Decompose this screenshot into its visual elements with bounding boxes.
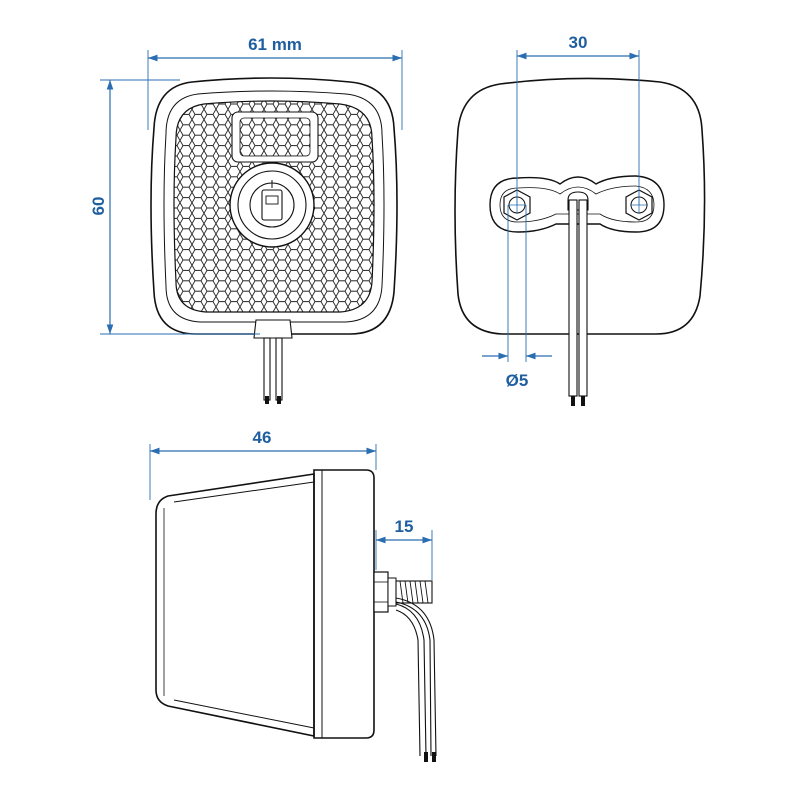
dimension-side-depth: 46 xyxy=(149,428,377,500)
side-lens-body xyxy=(155,473,315,737)
dimension-rear-bolt-spacing: 30 xyxy=(516,33,640,205)
side-wire-b xyxy=(395,597,437,757)
side-rear-housing xyxy=(313,469,375,739)
rear-wire-right xyxy=(578,199,588,397)
rear-housing-outline xyxy=(454,77,706,335)
side-threaded-stud xyxy=(395,580,433,604)
dimension-front-height: 60 xyxy=(89,79,260,335)
rear-view xyxy=(454,77,706,406)
dimension-rear-hole-diameter: Ø5 xyxy=(482,205,552,390)
side-wire-a xyxy=(395,603,427,757)
front-housing-outer xyxy=(150,77,398,335)
front-wire-right xyxy=(275,337,283,401)
front-housing-inner-rim xyxy=(163,90,385,323)
front-view xyxy=(150,77,398,404)
rear-wire-left xyxy=(568,199,578,397)
dimension-label-rear-bolt-spacing: 30 xyxy=(569,33,588,52)
side-view xyxy=(155,469,437,762)
dimension-side-thread-length: 15 xyxy=(375,517,433,580)
dimension-label-rear-hole-diameter: Ø5 xyxy=(506,371,529,390)
dimension-label-side-depth: 46 xyxy=(253,428,272,447)
front-cable-exit xyxy=(253,319,293,339)
dimension-label-front-height: 60 xyxy=(89,197,108,216)
front-wire-left xyxy=(263,337,271,401)
side-nut xyxy=(373,571,389,613)
dimension-label-front-width: 61 mm xyxy=(248,35,302,54)
dimension-front-width: 61 mm xyxy=(147,35,403,130)
dimension-label-side-thread-length: 15 xyxy=(395,517,414,536)
